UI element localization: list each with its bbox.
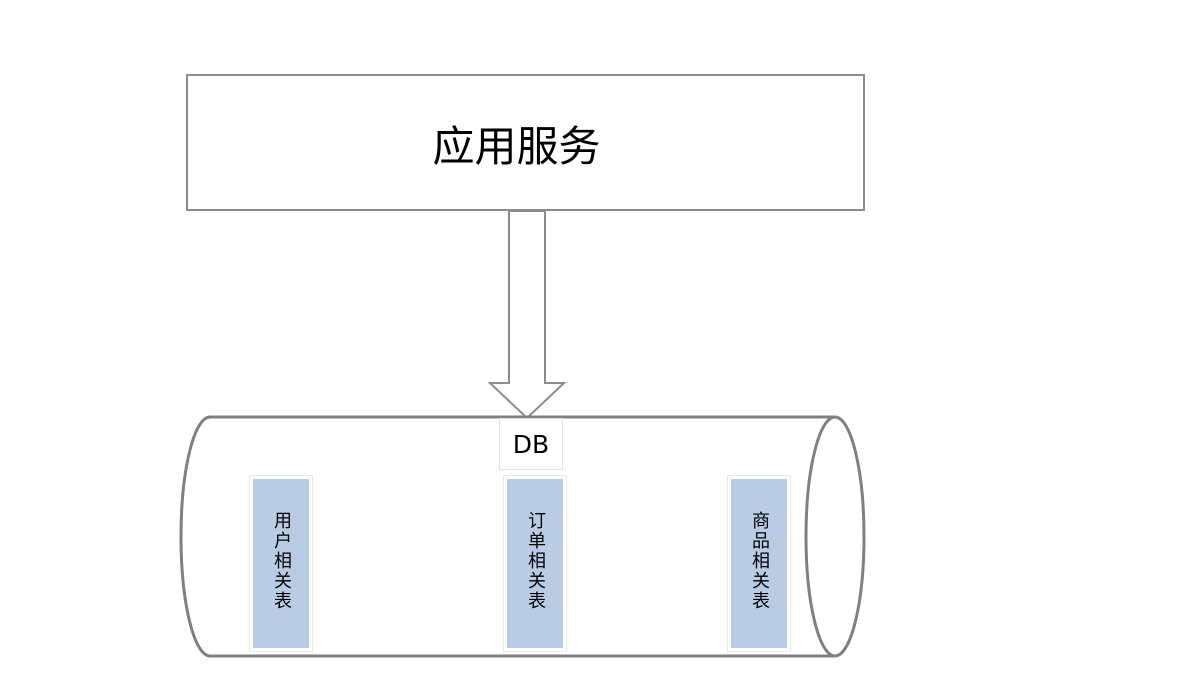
app-service-box [186,74,865,211]
down-arrow-icon [487,210,567,420]
user-tables-block: 用户相关表 [249,475,313,652]
order-tables-fill: 订单相关表 [507,479,563,648]
app-service-title: 应用服务 [432,122,601,171]
product-tables-block: 商品相关表 [727,475,791,652]
order-tables-block: 订单相关表 [503,475,567,652]
user-tables-fill: 用户相关表 [253,479,309,648]
database-label-box: DB [499,418,563,470]
order-tables-label: 订单相关表 [525,510,546,611]
database-label: DB [512,429,550,459]
product-tables-fill: 商品相关表 [731,479,787,648]
database-cylinder-body [179,415,835,658]
user-tables-label: 用户相关表 [271,510,292,611]
app-service-node: 应用服务 [187,75,864,210]
database-cylinder-end [804,415,866,658]
product-tables-label: 商品相关表 [749,510,770,611]
